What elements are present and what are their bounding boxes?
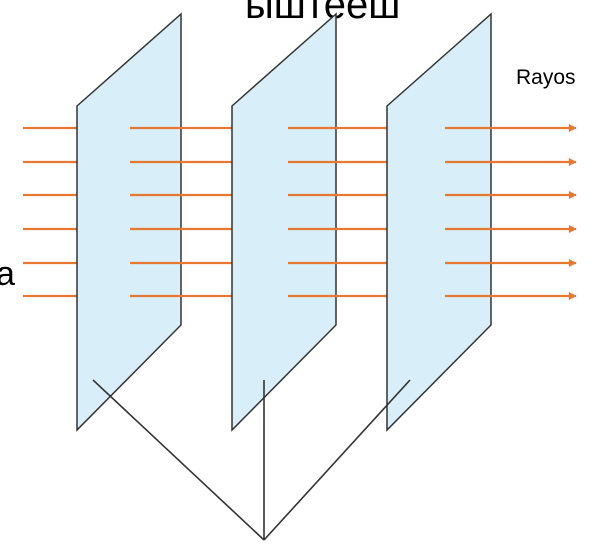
pointer-line-plane-3 — [263, 379, 411, 541]
wavefront-plane-3 — [386, 12, 492, 432]
cropped-left-text: а — [0, 255, 15, 293]
pointer-lines — [92, 379, 411, 541]
rays-segment-4 — [445, 124, 577, 300]
rays-label: Rayos — [516, 66, 576, 89]
pointer-line-plane-1 — [92, 379, 265, 541]
wavefront-plane-2 — [231, 12, 337, 432]
cropped-top-text: ыштееш — [245, 0, 400, 27]
wavefront-plane-1 — [76, 12, 182, 432]
rays-segment-1 — [23, 126, 77, 298]
rays-segment-3 — [288, 126, 387, 298]
rays-segment-2 — [130, 126, 232, 298]
